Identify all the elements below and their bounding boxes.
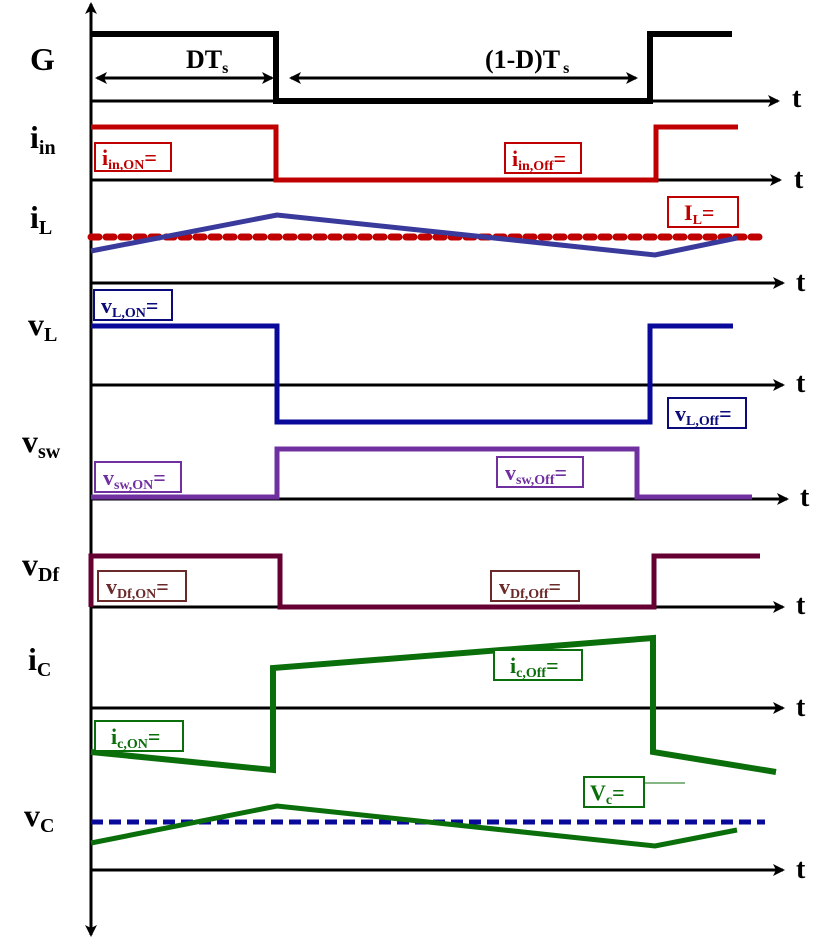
box-vdf-off: vDf,Off= [490, 570, 580, 602]
label-vc: vC [24, 797, 54, 837]
vl-waveform [91, 323, 733, 425]
svg-text:vDf,ON=: vDf,ON= [106, 574, 169, 602]
svg-text:ic,ON=: ic,ON= [111, 724, 160, 752]
svg-text:IL=: IL= [684, 200, 714, 228]
box-vc-average: Vc= [583, 776, 685, 808]
svg-text:vDf,Off=: vDf,Off= [499, 574, 561, 602]
t-label: t [792, 83, 802, 114]
iin-waveform [91, 124, 738, 183]
box-vdf-on: vDf,ON= [97, 570, 187, 602]
svg-text:vL,ON=: vL,ON= [101, 293, 158, 321]
t-labels: t t t t t t t t [792, 83, 810, 885]
label-iin: iin [30, 119, 56, 159]
box-ic-on: ic,ON= [94, 720, 184, 752]
t-label: t [796, 692, 806, 723]
t-label: t [800, 482, 810, 513]
svg-text:vsw,Off=: vsw,Off= [505, 460, 567, 488]
box-vsw-on: vsw,ON= [94, 461, 182, 493]
svg-text:vL,Off=: vL,Off= [675, 401, 732, 429]
svg-text:Vc=: Vc= [590, 780, 625, 808]
svg-text:iin,ON=: iin,ON= [102, 145, 157, 173]
t-label: t [796, 590, 806, 621]
il-waveform [90, 212, 738, 258]
vsw-waveform [91, 446, 752, 500]
label-il: iL [30, 199, 52, 239]
dts-label: DTs [186, 45, 228, 77]
svg-text:iin,Off=: iin,Off= [512, 146, 566, 174]
box-vl-off: vL,Off= [667, 397, 747, 429]
label-vdf: vDf [22, 546, 59, 586]
box-ic-off: ic,Off= [493, 649, 583, 681]
t-label: t [794, 164, 804, 195]
box-il-average: IL= [667, 196, 739, 228]
svg-text:ic,Off=: ic,Off= [510, 653, 559, 681]
box-iin-on: iin,ON= [94, 142, 172, 173]
box-vsw-off: vsw,Off= [496, 456, 584, 488]
t-label: t [796, 368, 806, 399]
t-label: t [796, 854, 806, 885]
box-iin-off: iin,Off= [504, 142, 582, 174]
svg-text:vsw,ON=: vsw,ON= [103, 465, 166, 493]
label-vl: vL [28, 306, 57, 346]
vc-waveform [90, 803, 738, 849]
vdf-waveform [88, 553, 760, 610]
t-label: t [796, 267, 806, 298]
ic-waveform [90, 634, 777, 775]
label-ic: iC [28, 641, 51, 681]
label-g: G [30, 41, 55, 77]
gate-waveform [91, 31, 732, 104]
signal-labels: G iin iL vL vsw vDf iC vC [22, 41, 61, 837]
label-vsw: vsw [22, 423, 61, 463]
box-vl-on: vL,ON= [93, 289, 173, 321]
